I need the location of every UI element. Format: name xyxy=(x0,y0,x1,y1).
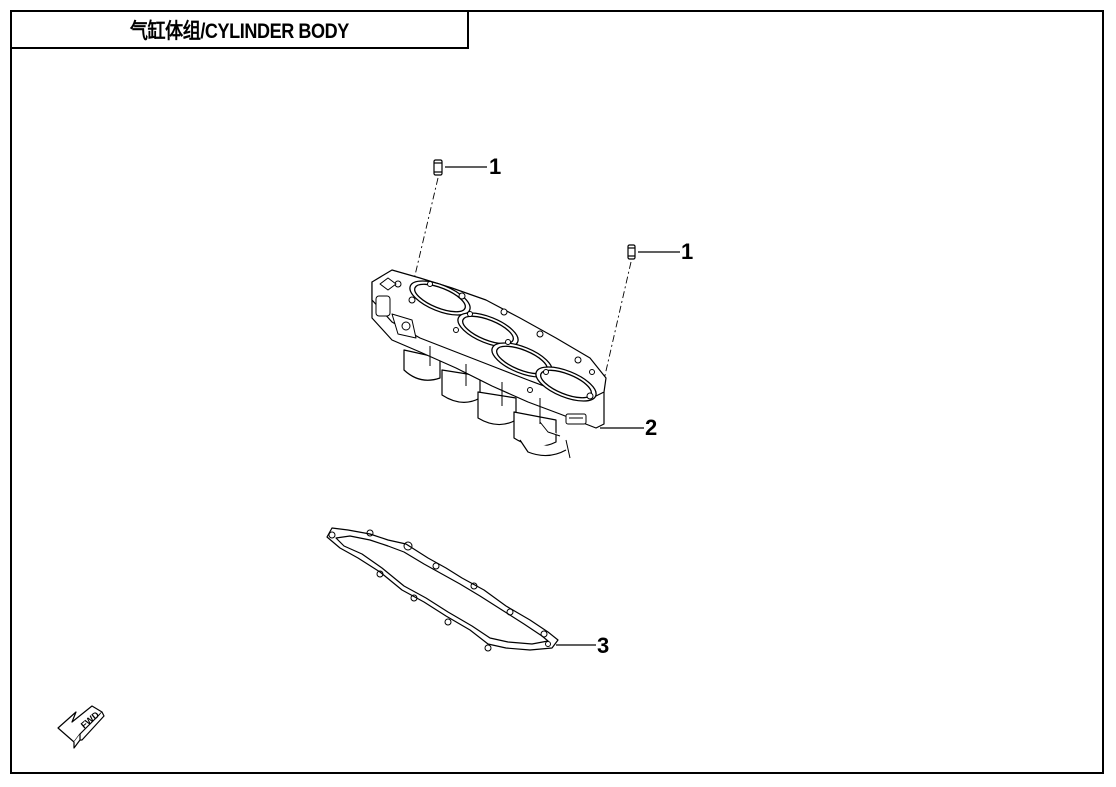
cylinder-skirts xyxy=(403,349,567,457)
cylinder-block[interactable] xyxy=(371,269,607,459)
block-left-end-details xyxy=(375,277,417,339)
block-ribs xyxy=(429,346,541,424)
cylinder-gasket[interactable] xyxy=(326,527,559,652)
callout-1b: 1 xyxy=(681,239,693,264)
title-box: 气缸体组/CYLINDER BODY xyxy=(10,10,469,49)
callout-1a: 1 xyxy=(489,154,501,179)
callout-3: 3 xyxy=(597,633,609,658)
dowel-pin-right-axis xyxy=(602,261,632,385)
callout-2: 2 xyxy=(645,415,657,440)
cylinder-bores xyxy=(409,280,597,402)
dowel-pin-left-axis xyxy=(411,177,439,289)
diagram-title: 气缸体组/CYLINDER BODY xyxy=(129,19,350,43)
gasket-inner-edge xyxy=(335,535,549,645)
forward-arrow-icon: FWD xyxy=(57,705,105,749)
dowel-pin-right[interactable] xyxy=(627,244,636,260)
drawing-frame xyxy=(10,10,1104,774)
block-bolt-holes xyxy=(394,280,595,400)
gasket-bolt-holes xyxy=(328,529,551,652)
dowel-pin-left[interactable] xyxy=(433,159,443,176)
block-right-end-details xyxy=(539,413,587,459)
gasket-outer-edge xyxy=(326,527,559,651)
